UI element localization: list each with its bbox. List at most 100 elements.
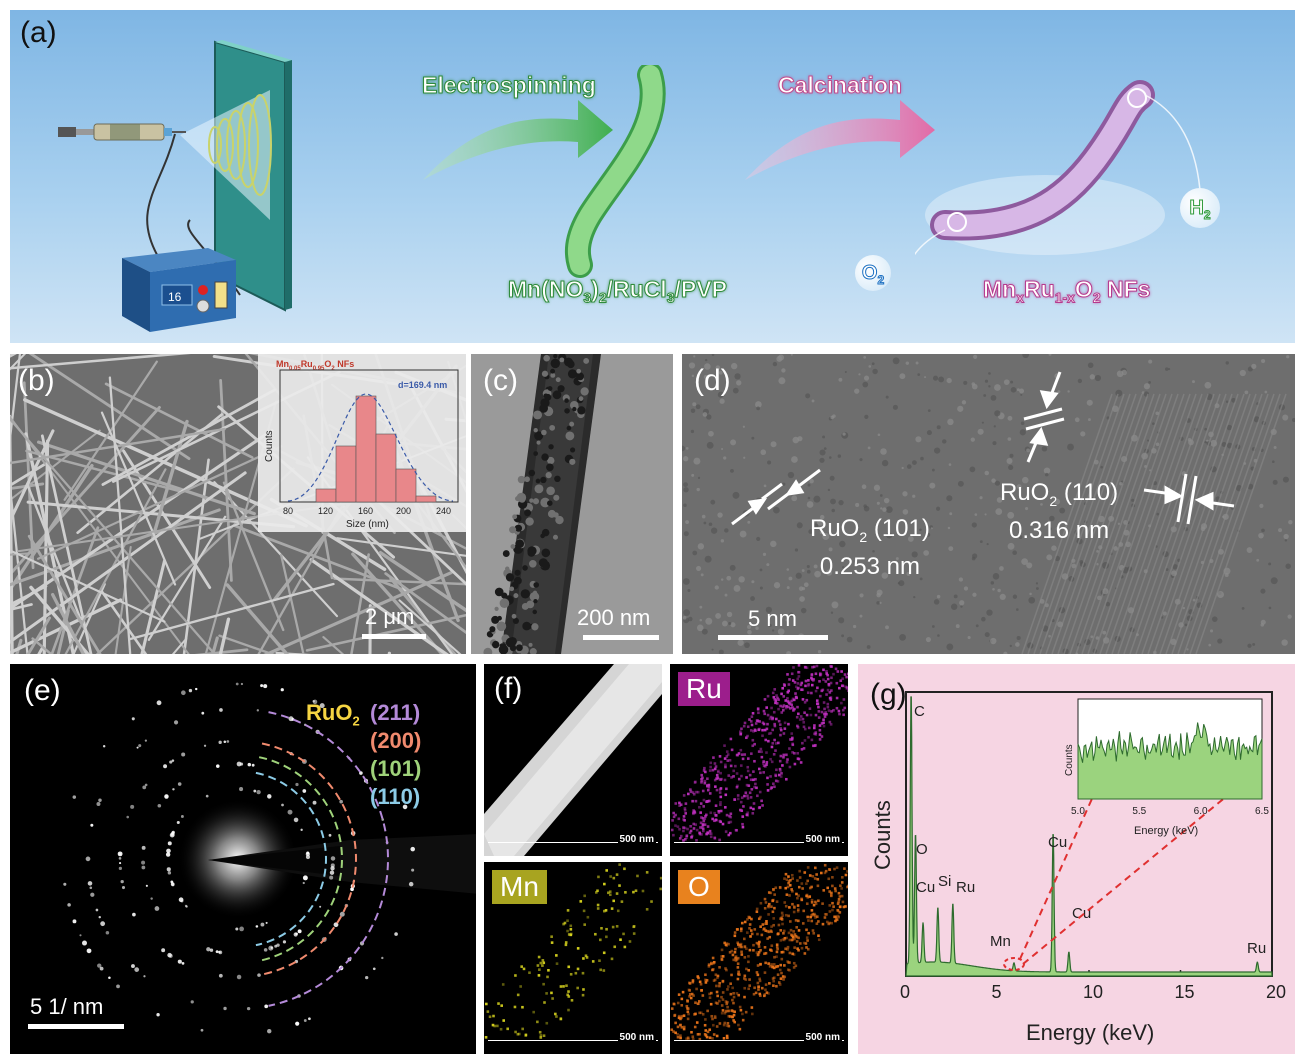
ring-arc: [258, 756, 343, 962]
fiber-spiral: [208, 94, 272, 196]
panel-f-eds-maps: (f) 500 nm Ru 500 nm Mn 500 nm O 500 nm: [484, 664, 854, 1054]
annotation-ruo2-110: RuO2 (110) 0.316 nm: [1000, 479, 1119, 544]
h2-bubble: H2: [1180, 188, 1220, 228]
peak-label: Mn: [990, 933, 1011, 950]
scale-text-c: 200 nm: [577, 605, 651, 630]
inset-title: Mn0.05Ru0.95O2 NFs: [276, 359, 355, 372]
g-xtick: 10: [1083, 982, 1103, 1002]
electrospinning-arrow: [423, 100, 613, 180]
scale-text-f2: 500 nm: [803, 834, 842, 845]
peak-label: Ru: [1247, 940, 1266, 957]
power-supply: [122, 248, 236, 332]
inset-diameter: d=169.4 nm: [398, 380, 447, 390]
panel-g-label: (g): [870, 678, 907, 711]
scale-text-f4: 500 nm: [803, 1032, 842, 1043]
eds-spectrum-area: [905, 696, 1273, 977]
haadf-image: (f) 500 nm: [484, 664, 662, 856]
panel-d-label: (d): [694, 364, 731, 397]
scale-text-e: 5 1/ nm: [30, 994, 104, 1019]
annotation-ruo2-101: RuO2 (101) 0.253 nm: [810, 515, 930, 580]
inset-g-xtick: 6.0: [1194, 806, 1208, 817]
peak-label: Ru: [956, 879, 975, 896]
scale-bar-b: [362, 634, 426, 639]
product-label: MnxRu1-xO2 NFs: [982, 276, 1151, 307]
electrospinning-apparatus: 16: [58, 40, 292, 332]
panel-a-schematic: (a): [10, 10, 1295, 343]
panel-b-label: (b): [18, 364, 55, 397]
saed-pattern: [63, 682, 476, 1034]
panel-b-sem: (b) Mn0.05Ru0.95O2 NFs 80 120 160 200 24…: [10, 354, 466, 654]
single-nanofiber: [483, 354, 601, 654]
scale-bar-c: [583, 635, 659, 640]
peak-label: O: [916, 841, 928, 858]
panel-d-hrtem: (d) RuO2 (101) 0.253 nm RuO2 (110) 0.316…: [682, 354, 1295, 654]
scale-bar-f3: [488, 1040, 658, 1041]
peak-label: Cu: [916, 879, 935, 896]
inset-xlabel: Size (nm): [346, 519, 389, 530]
scale-bar-f4: [674, 1040, 844, 1041]
panel-c-tem: (c) 200 nm: [471, 354, 673, 654]
panel-f-label: (f): [494, 672, 523, 705]
scale-text-f3: 500 nm: [617, 1032, 656, 1043]
scale-text-f1: 500 nm: [617, 834, 656, 845]
scale-bar-f1: [488, 842, 658, 843]
scale-bar-f2: [674, 842, 844, 843]
svg-text:240: 240: [436, 506, 451, 516]
peak-label: Cu: [1048, 834, 1067, 851]
ring-index-110: (110): [370, 784, 421, 809]
inset-g-xtick: 5.0: [1071, 806, 1085, 817]
power-supply-display: 16: [168, 290, 182, 304]
g-xtick: 0: [900, 982, 910, 1002]
panel-a-label: (a): [20, 16, 57, 49]
svg-text:200: 200: [396, 506, 411, 516]
scale-bar-e: [28, 1024, 124, 1029]
syringe: [58, 123, 186, 141]
g-xtick: 20: [1266, 982, 1286, 1002]
g-xtick: 5: [992, 982, 1002, 1002]
o-map-tag: O: [678, 870, 720, 904]
peak-label: C: [914, 703, 925, 720]
precursor-fiber: [564, 65, 666, 278]
product-fiber: [915, 80, 1201, 256]
peak-label: Si: [938, 873, 951, 890]
calcination-label: Calcination: [778, 72, 903, 99]
svg-text:160: 160: [358, 506, 373, 516]
ru-map: Ru 500 nm: [670, 664, 848, 856]
ring-arc: [261, 742, 357, 976]
scale-text-d: 5 nm: [748, 606, 797, 631]
svg-text:80: 80: [283, 506, 293, 516]
inset-g-xtick: 6.5: [1255, 806, 1269, 817]
ring-index-101: (101): [370, 756, 422, 781]
o-map: O 500 nm: [670, 862, 848, 1054]
electrospinning-label: Electrospinning: [422, 72, 597, 99]
inset-g-xtick: 5.5: [1132, 806, 1146, 817]
calcination-arrow: [745, 100, 935, 180]
scale-text-b: 2 μm: [365, 604, 415, 629]
g-xtick: 15: [1175, 982, 1195, 1002]
peak-label: Cu: [1072, 905, 1091, 922]
panel-e-saed: (e) RuO2 (211) (200) (101) (110) 5 1/ nm: [10, 664, 476, 1054]
inset-g-xlabel: Energy (keV): [1134, 825, 1198, 837]
inset-spectrum-area: [1077, 722, 1263, 800]
g-ylabel: Counts: [870, 800, 895, 870]
hrtem-lattice: [682, 354, 1295, 654]
histogram-bars: [315, 395, 437, 503]
lattice-markers: [731, 371, 1235, 526]
panel-c-label: (c): [483, 364, 518, 397]
inset-g-ylabel: Counts: [1064, 744, 1075, 776]
precursor-label: Mn(NO3)2/RuCl3/PVP: [507, 276, 727, 307]
mn-map-tag: Mn: [492, 870, 547, 904]
scale-bar-d: [718, 635, 828, 640]
g-xlabel: Energy (keV): [1026, 1020, 1154, 1045]
o2-bubble: O2: [855, 255, 891, 291]
mn-map: Mn 500 nm: [484, 862, 662, 1054]
ru-map-tag: Ru: [678, 672, 730, 706]
panel-e-label: (e): [24, 674, 61, 707]
phase-label: RuO2: [306, 700, 360, 729]
ring-index-200: (200): [370, 728, 422, 753]
inset-ylabel: Counts: [264, 430, 275, 462]
ring-arc: [255, 771, 327, 947]
svg-text:120: 120: [318, 506, 333, 516]
